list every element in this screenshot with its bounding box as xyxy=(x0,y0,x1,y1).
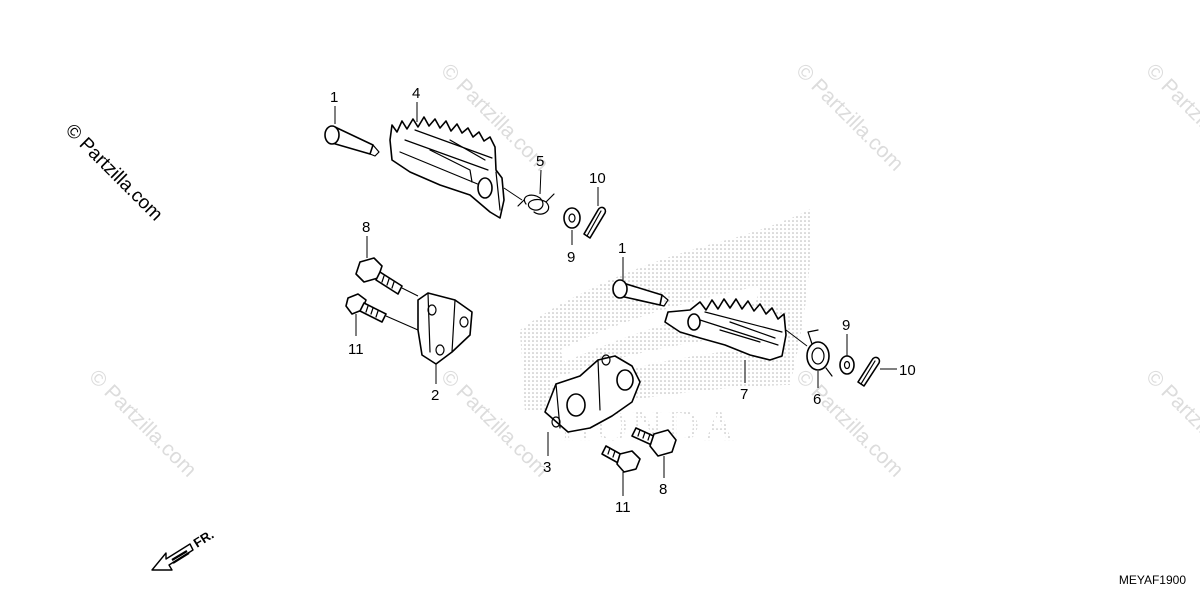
callout-10: 10 xyxy=(589,170,606,187)
watermark-text: © Partzilla.com xyxy=(84,365,200,481)
part-bracket-2 xyxy=(417,292,473,365)
part-bracket-3 xyxy=(544,354,641,433)
callout-8: 8 xyxy=(362,219,370,236)
callout-3: 3 xyxy=(543,459,551,476)
part-cotter-pin-10 xyxy=(583,206,607,239)
callout-8b: 8 xyxy=(659,481,667,498)
watermark-text: © Partzilla.com xyxy=(1141,365,1200,481)
part-pin-1b xyxy=(612,279,669,307)
part-bolt-11b xyxy=(601,445,641,473)
callout-7: 7 xyxy=(740,386,748,403)
alignment-lines xyxy=(385,187,808,347)
part-pin-1 xyxy=(324,125,380,157)
callout-1: 1 xyxy=(330,89,338,106)
callout-9b: 9 xyxy=(842,317,850,334)
part-washer-9 xyxy=(563,207,581,229)
part-bolt-8b xyxy=(631,427,677,457)
part-spring-5 xyxy=(517,193,555,215)
part-bolt-8 xyxy=(355,257,403,295)
diagram-code: MEYAF1900 xyxy=(1118,573,1186,587)
watermark-text: © Partzilla.com xyxy=(791,59,907,175)
leader-lines xyxy=(334,102,897,496)
part-washer-9b xyxy=(839,355,855,375)
callout-4: 4 xyxy=(412,85,420,102)
callout-1b: 1 xyxy=(618,240,626,257)
part-bolt-11 xyxy=(345,293,387,323)
callout-11b: 11 xyxy=(615,499,631,516)
watermark-text: © Partzilla.com xyxy=(1141,59,1200,175)
callout-11: 11 xyxy=(348,341,364,358)
part-footpeg-4 xyxy=(389,116,505,219)
part-footpeg-7 xyxy=(664,298,787,361)
callout-2: 2 xyxy=(431,387,439,404)
front-label: FR. xyxy=(191,527,217,551)
callout-6: 6 xyxy=(813,391,821,408)
callout-labels: 1 4 5 10 9 8 11 2 1 9 10 7 6 3 11 8 xyxy=(330,85,916,516)
part-spring-6 xyxy=(806,329,833,377)
callout-5: 5 xyxy=(536,153,544,170)
callout-9: 9 xyxy=(567,249,575,266)
watermark-text: © Partzilla.com xyxy=(791,365,907,481)
front-direction-arrow: FR. xyxy=(151,527,217,571)
callout-10b: 10 xyxy=(899,362,916,379)
part-cotter-pin-10b xyxy=(857,356,881,387)
